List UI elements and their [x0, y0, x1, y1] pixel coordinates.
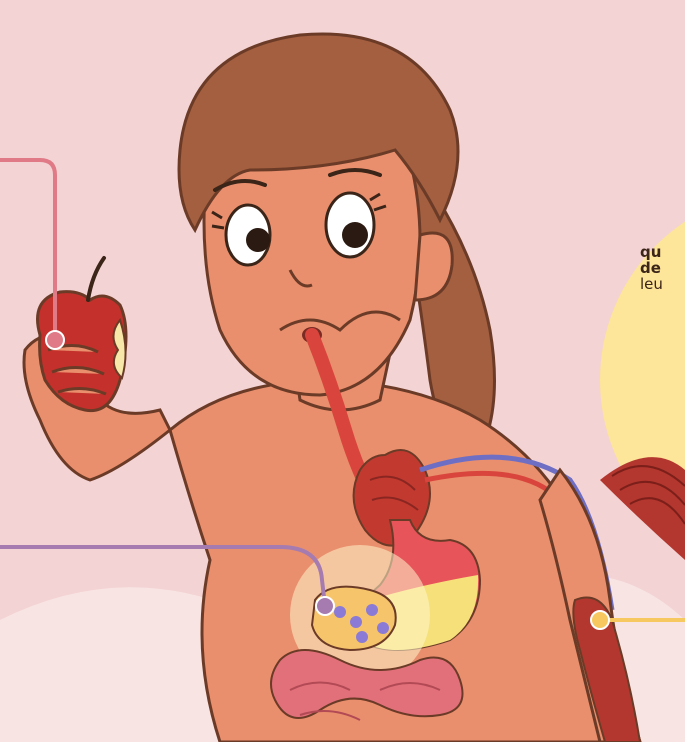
callout-line-2: de [640, 260, 685, 276]
callout-line-1: qu [640, 244, 685, 260]
callout-text: qu de leu [640, 244, 685, 292]
muscle-connector-dot [591, 611, 609, 629]
pancreas-connector-dot [316, 597, 334, 615]
callout-line-3: leu [640, 276, 685, 292]
pancreas-cell [366, 604, 378, 616]
right-pupil [342, 222, 368, 248]
apple-stem [88, 258, 104, 300]
apple-connector-dot [46, 331, 64, 349]
pancreas-cell [356, 631, 368, 643]
pancreas-cell [334, 606, 346, 618]
pancreas-cell [350, 616, 362, 628]
left-pupil [246, 228, 270, 252]
pancreas-cell [377, 622, 389, 634]
